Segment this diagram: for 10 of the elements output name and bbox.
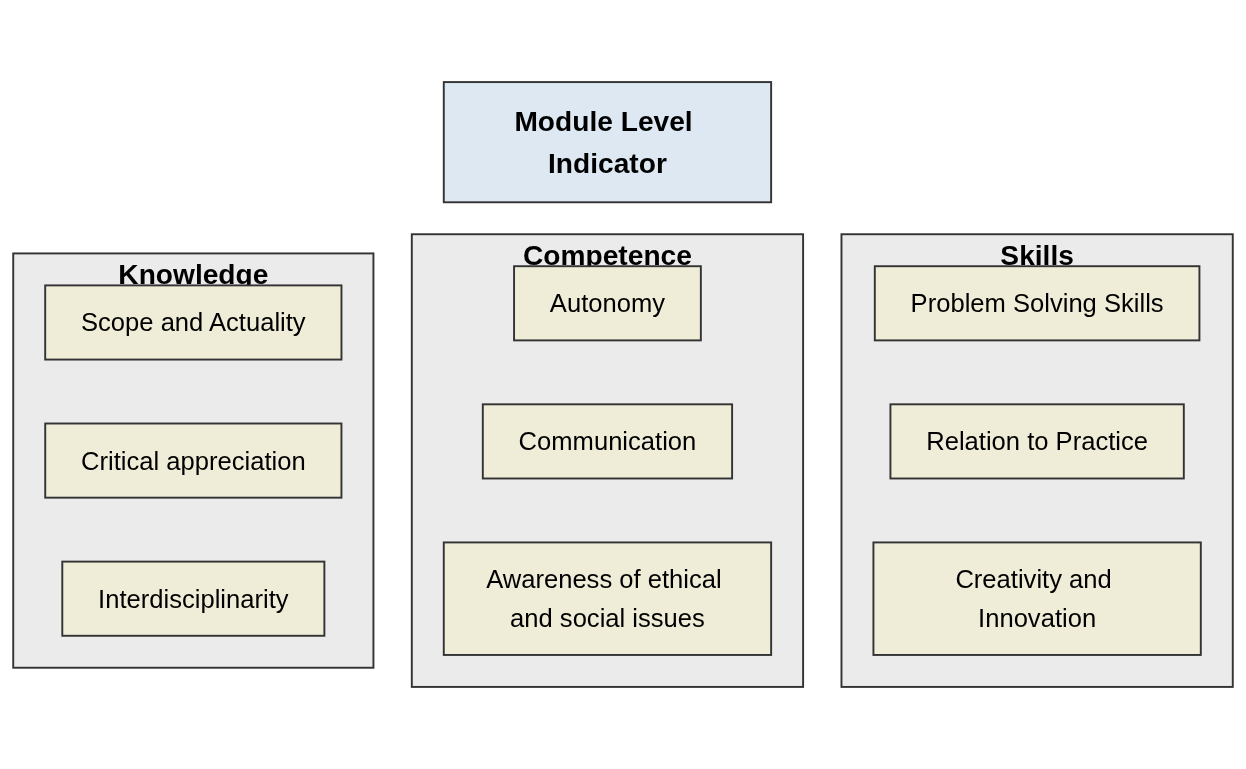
node-box: Interdisciplinarity bbox=[61, 560, 326, 637]
node-box: Communication bbox=[481, 403, 734, 480]
node-box: Creativity and Innovation bbox=[872, 541, 1202, 656]
node-box: Module Level Indicator bbox=[442, 81, 773, 204]
node-box: Awareness of ethical and social issues bbox=[442, 541, 773, 656]
node-box: Critical appreciation bbox=[44, 422, 343, 499]
node-box: Problem Solving Skills bbox=[873, 265, 1201, 342]
node-box: Relation to Practice bbox=[889, 403, 1185, 480]
node-box: Autonomy bbox=[513, 265, 702, 342]
node-box: Scope and Actuality bbox=[44, 284, 343, 361]
